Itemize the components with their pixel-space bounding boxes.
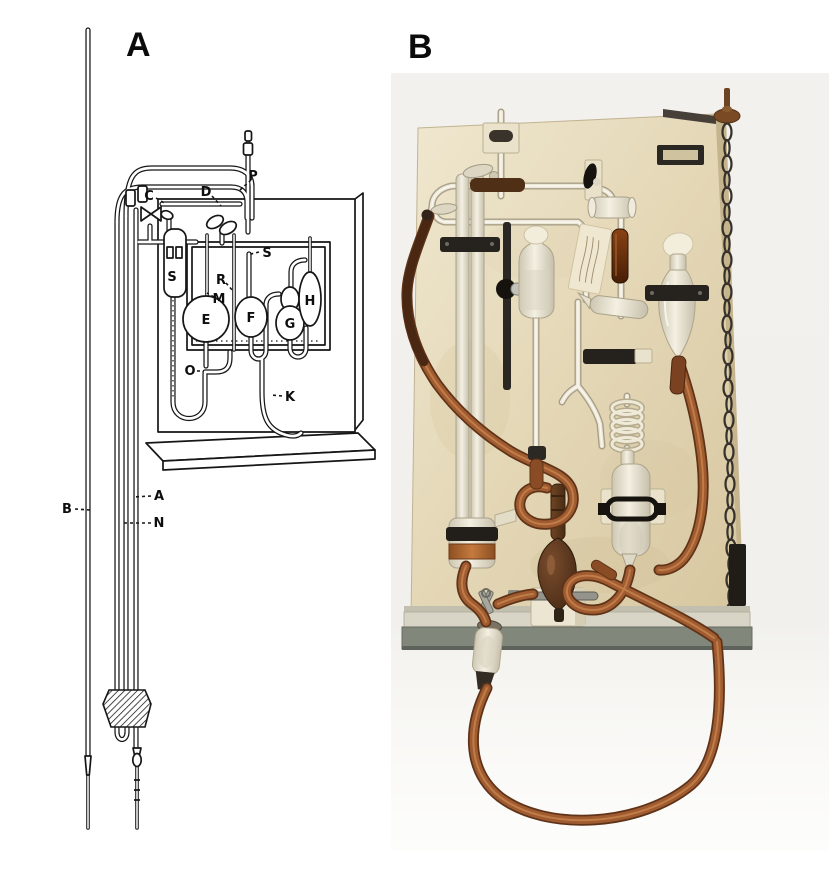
bulb-h: [298, 271, 322, 327]
part-label-D: D: [201, 185, 212, 200]
apparatus-photograph: [391, 73, 829, 851]
collection-cylinder: [446, 508, 517, 569]
stopcock-d: [205, 214, 238, 236]
part-label-C: C: [144, 189, 154, 204]
part-label-F: F: [247, 311, 256, 326]
coil-bottle: [598, 449, 666, 576]
rubber-tubing: [407, 209, 720, 821]
tube-p-joint: [242, 130, 254, 156]
part-label-K: K: [285, 390, 296, 405]
part-label-G: G: [285, 317, 296, 332]
part-label-H: H: [305, 294, 316, 309]
tilted-glass-cylinder: [576, 291, 649, 320]
part-label-P: P: [248, 169, 258, 184]
part-label-A: A: [154, 489, 164, 504]
leader-lines: [74, 179, 283, 524]
part-label-B: B: [62, 502, 72, 517]
tube-collars: [125, 185, 148, 207]
stopcock-center: [583, 159, 603, 201]
part-label-R: R: [216, 273, 226, 288]
label-holder: [657, 145, 704, 165]
vial: [471, 620, 503, 691]
stopcock-c: [140, 206, 174, 222]
top-bracket: [663, 109, 716, 124]
apparatus-line-drawing: P D C S S R M E F G H O K B A N: [62, 15, 376, 830]
panel-b-label: B: [408, 28, 433, 66]
shelf: [145, 432, 376, 471]
bulb-f: [234, 296, 268, 338]
paper-label: [567, 223, 613, 295]
tube-tips: [84, 747, 143, 801]
part-label-O: O: [184, 364, 195, 379]
stopcock-top-block: [482, 122, 520, 154]
panel-a-label: A: [126, 26, 151, 64]
mounting-brackets: [440, 237, 709, 364]
s-measuring-tube: [163, 228, 187, 400]
part-label-S-left: S: [167, 270, 176, 285]
part-label-E: E: [202, 313, 211, 328]
horizontal-glass-cylinder: [587, 196, 637, 219]
pinch-clamp: [478, 588, 494, 614]
edge-bracket: [729, 544, 746, 606]
part-label-M: M: [213, 292, 226, 307]
bulb-g: [275, 286, 305, 341]
rubber-sleeve-top: [470, 178, 525, 192]
hanging-knob: [713, 88, 741, 124]
bulb-e: [182, 295, 230, 343]
part-label-N: N: [154, 516, 165, 531]
rubber-connectors: [528, 355, 687, 581]
bottle-left: [518, 225, 555, 319]
rubber-stopper: [102, 689, 152, 728]
part-label-S-right: S: [262, 246, 271, 261]
amber-tube: [611, 228, 629, 284]
